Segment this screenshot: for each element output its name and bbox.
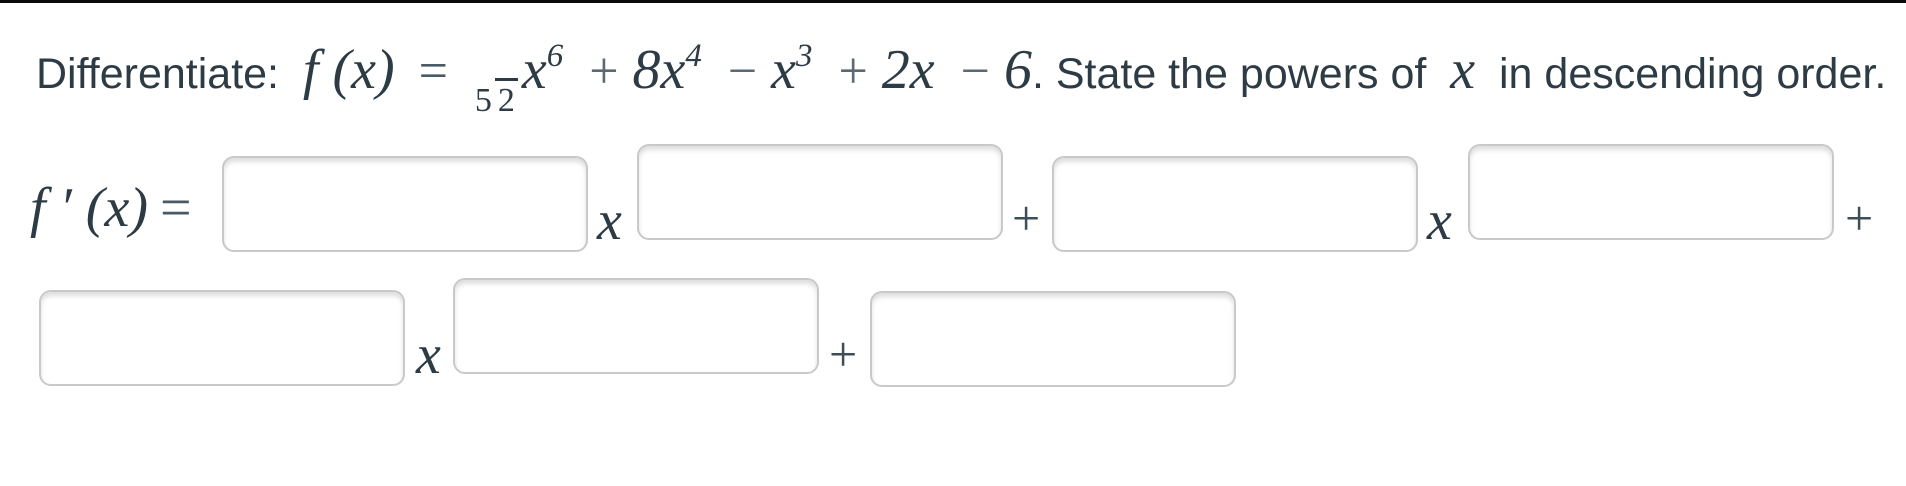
derivative-lhs: f ′ (x)= <box>30 177 192 239</box>
operator-plus: + <box>589 43 619 100</box>
operator-plus: + <box>838 43 868 100</box>
equals-sign: = <box>418 43 448 100</box>
answer-blank-exponent-3[interactable] <box>453 278 819 374</box>
answer-blank-exponent-1[interactable] <box>637 144 1003 240</box>
plus-sign: + <box>829 326 858 382</box>
answer-blank-coefficient-3[interactable] <box>39 290 405 386</box>
answer-blank-constant[interactable] <box>870 291 1236 387</box>
answer-blank-coefficient-1[interactable] <box>222 156 588 252</box>
answer-blank-exponent-2[interactable] <box>1468 144 1834 240</box>
variable-x: x <box>416 324 441 386</box>
term-1: x6 <box>521 38 564 101</box>
equals-sign: = <box>159 177 192 239</box>
fraction-numerator: 5 <box>474 82 492 119</box>
instruction-suffix: in descending order. <box>1499 50 1887 98</box>
variable-x: x <box>597 190 622 252</box>
instruction-prefix: . State the powers of <box>1031 50 1427 98</box>
term-4: 2x <box>881 39 935 101</box>
function-lhs: f (x) <box>302 39 395 101</box>
term-2-exponent: 4 <box>685 38 702 74</box>
plus-sign: + <box>1012 190 1041 246</box>
term-3-exponent: 3 <box>796 38 813 74</box>
variable-x: x <box>1427 190 1452 252</box>
fraction-denominator: 2 <box>494 78 518 119</box>
answer-blank-coefficient-2[interactable] <box>1052 156 1418 252</box>
instruction-variable: x <box>1450 39 1476 101</box>
operator-minus: − <box>727 43 758 100</box>
term-5: 6 <box>1003 39 1032 101</box>
term-2: 8x4 <box>632 38 702 101</box>
question-label: Differentiate: <box>36 50 280 98</box>
plus-sign: + <box>1845 190 1874 246</box>
term-3: x3 <box>771 38 813 101</box>
term-1-exponent: 6 <box>546 38 564 74</box>
operator-minus: − <box>960 43 990 100</box>
